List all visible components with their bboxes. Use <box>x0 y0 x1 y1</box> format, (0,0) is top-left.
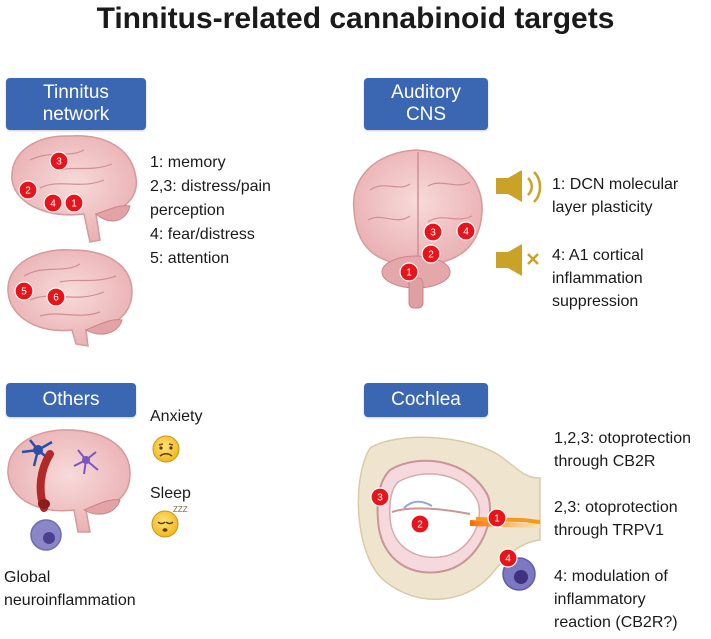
neuroinflammation-brain-illustration <box>7 429 131 533</box>
cns-item-4-line2: inflammation <box>552 270 643 287</box>
global-label-line1: Global <box>4 569 51 586</box>
badge-network-6-label: 6 <box>53 293 59 304</box>
cochlea-label: Cochlea <box>364 383 488 417</box>
badge-cns-3-label: 3 <box>430 228 436 239</box>
badge-cns-2-label: 2 <box>428 250 434 261</box>
network-item-fear-distress: 4: fear/distress <box>150 226 255 243</box>
badge-cochlea-3-label: 3 <box>377 493 383 504</box>
sagittal-brain-illustration <box>11 135 137 243</box>
badge-network-1-label: 1 <box>71 199 77 210</box>
speaker-muted-icon <box>496 244 539 276</box>
sleep-emoji-icon <box>151 510 179 538</box>
network-item-attention: 5: attention <box>150 250 230 267</box>
badge-cns-1-label: 1 <box>406 268 412 279</box>
badge-cochlea-2: 2 <box>410 514 430 534</box>
cns-item-4-line3: suppression <box>552 293 639 310</box>
tinnitus-network-label: Tinnitus network <box>6 78 146 130</box>
auditory-cns-label-line1: Auditory <box>391 82 461 103</box>
others-label-text: Others <box>42 389 100 410</box>
lateral-brain-illustration <box>7 249 133 347</box>
cns-item-1-line2: layer plasticity <box>552 199 653 216</box>
network-item-perception: perception <box>150 202 225 219</box>
badge-network-4: 4 <box>43 193 63 213</box>
anxiety-label: Anxiety <box>150 408 203 425</box>
immune-cell-cochlea-icon <box>502 557 536 591</box>
cns-item-1-line1: 1: DCN molecular <box>552 176 679 193</box>
cns-item-4-line1: 4: A1 cortical <box>552 247 644 264</box>
badge-cochlea-1: 1 <box>487 508 507 528</box>
sleep-zzz-text: ZZZ <box>173 505 188 514</box>
cochlea-item-trpv1-line2: through TRPV1 <box>554 522 664 539</box>
badge-cochlea-4-label: 4 <box>505 554 511 565</box>
coronal-brain-illustration <box>352 149 483 309</box>
cochlea-item-inflammation-line1: 4: modulation of <box>554 568 668 585</box>
badge-cns-3: 3 <box>423 222 443 242</box>
badge-cochlea-2-label: 2 <box>417 520 423 531</box>
badge-cns-2: 2 <box>421 244 441 264</box>
tinnitus-network-label-line2: network <box>42 104 110 125</box>
anxiety-emoji-icon <box>152 435 180 463</box>
cochlea-illustration <box>357 436 541 600</box>
cochlea-item-trpv1-line1: 2,3: otoprotection <box>554 499 678 516</box>
badge-network-2-label: 2 <box>25 186 31 197</box>
cochlea-label-text: Cochlea <box>391 389 461 410</box>
cochlea-item-cb2r-line1: 1,2,3: otoprotection <box>554 430 691 447</box>
immune-cell-others-icon <box>30 519 62 551</box>
badge-network-4-label: 4 <box>50 199 56 210</box>
badge-network-1: 1 <box>64 193 84 213</box>
cochlea-item-inflammation-line2: inflammatory <box>554 591 646 608</box>
auditory-cns-label-line2: CNS <box>405 104 447 125</box>
badge-network-5: 5 <box>14 281 34 301</box>
network-item-memory: 1: memory <box>150 154 226 171</box>
badge-network-5-label: 5 <box>21 287 27 298</box>
figure-title: Tinnitus-related cannabinoid targets <box>96 2 615 35</box>
global-label-line2: neuroinflammation <box>4 592 136 609</box>
sleep-label: Sleep <box>150 485 191 502</box>
auditory-cns-label: Auditory CNS <box>364 78 488 130</box>
badge-network-2: 2 <box>18 180 38 200</box>
cochlea-item-inflammation-line3: reaction (CB2R?) <box>554 614 678 631</box>
badge-cochlea-4: 4 <box>498 548 518 568</box>
cochlea-item-cb2r-line2: through CB2R <box>554 453 656 470</box>
badge-cochlea-1-label: 1 <box>494 514 500 525</box>
badge-network-3-label: 3 <box>56 157 62 168</box>
network-item-distress-pain: 2,3: distress/pain <box>150 178 271 195</box>
badge-cns-4-label: 4 <box>463 227 469 238</box>
badge-cochlea-3: 3 <box>370 487 390 507</box>
others-label: Others <box>6 383 136 417</box>
badge-cns-4: 4 <box>456 221 476 241</box>
badge-network-3: 3 <box>49 151 69 171</box>
badge-network-6: 6 <box>46 287 66 307</box>
speaker-sound-icon <box>496 170 542 203</box>
tinnitus-network-label-line1: Tinnitus <box>43 82 109 103</box>
badge-cns-1: 1 <box>399 262 419 282</box>
